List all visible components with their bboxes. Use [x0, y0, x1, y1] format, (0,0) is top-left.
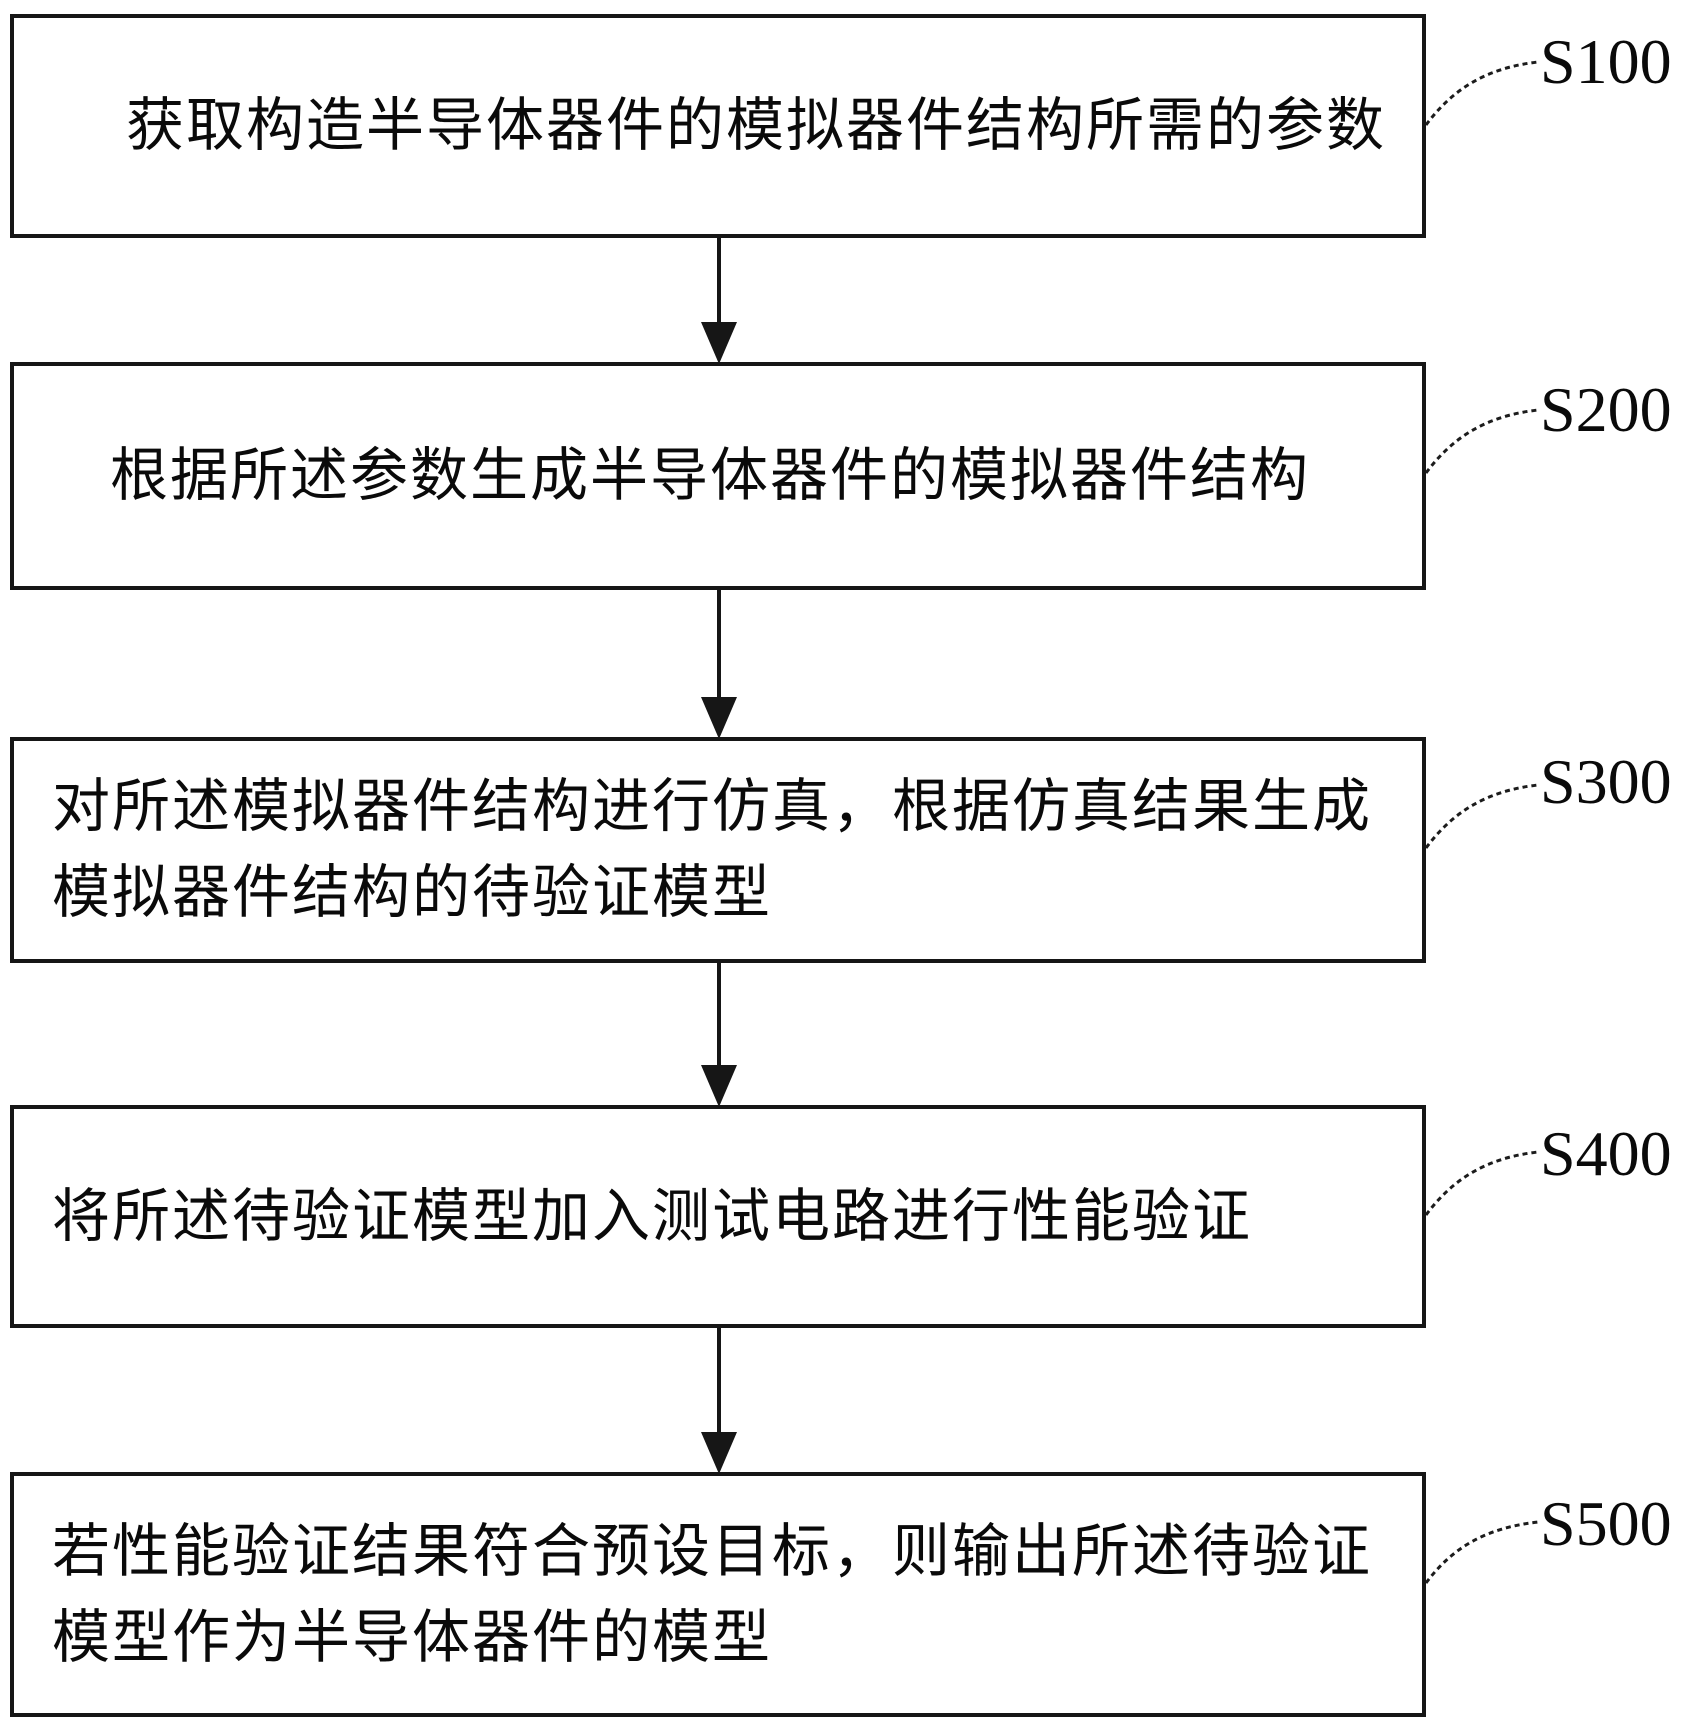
step-text-line: 将所述待验证模型加入测试电路进行性能验证 [52, 1183, 1253, 1249]
step-box-s300: 对所述模拟器件结构进行仿真，根据仿真结果生成 模拟器件结构的待验证模型 [10, 737, 1426, 963]
leader-line [1424, 60, 1539, 126]
step-text-line: 获取构造半导体器件的模拟器件结构所需的参数 [126, 93, 1387, 158]
step-label-s100: S100 [1540, 26, 1672, 97]
leader-line [1424, 1520, 1539, 1584]
step-text-line: 若性能验证结果符合预设目标，则输出所述待验证 [52, 1518, 1373, 1584]
step-text-line: 模拟器件结构的待验证模型 [52, 860, 773, 925]
flow-arrow [701, 961, 737, 1107]
step-box-s200: 根据所述参数生成半导体器件的模拟器件结构 [10, 362, 1426, 590]
step-box-s500: 若性能验证结果符合预设目标，则输出所述待验证 模型作为半导体器件的模型 [10, 1472, 1426, 1717]
step-box-s100: 获取构造半导体器件的模拟器件结构所需的参数 [10, 14, 1426, 238]
leader-line [1424, 1150, 1539, 1216]
step-label-s300: S300 [1540, 746, 1672, 817]
step-text-line: 模型作为半导体器件的模型 [52, 1604, 773, 1670]
step-label-s400: S400 [1540, 1118, 1672, 1189]
step-label-s500: S500 [1540, 1488, 1672, 1559]
leader-line [1424, 408, 1539, 474]
flow-arrow [701, 236, 737, 364]
step-box-s400: 将所述待验证模型加入测试电路进行性能验证 [10, 1105, 1426, 1328]
flow-arrow [701, 588, 737, 739]
flow-arrow [701, 1326, 737, 1474]
step-label-s200: S200 [1540, 374, 1672, 445]
leader-line [1424, 783, 1539, 849]
step-text-line: 根据所述参数生成半导体器件的模拟器件结构 [110, 443, 1311, 508]
step-text-line: 对所述模拟器件结构进行仿真，根据仿真结果生成 [52, 774, 1373, 839]
